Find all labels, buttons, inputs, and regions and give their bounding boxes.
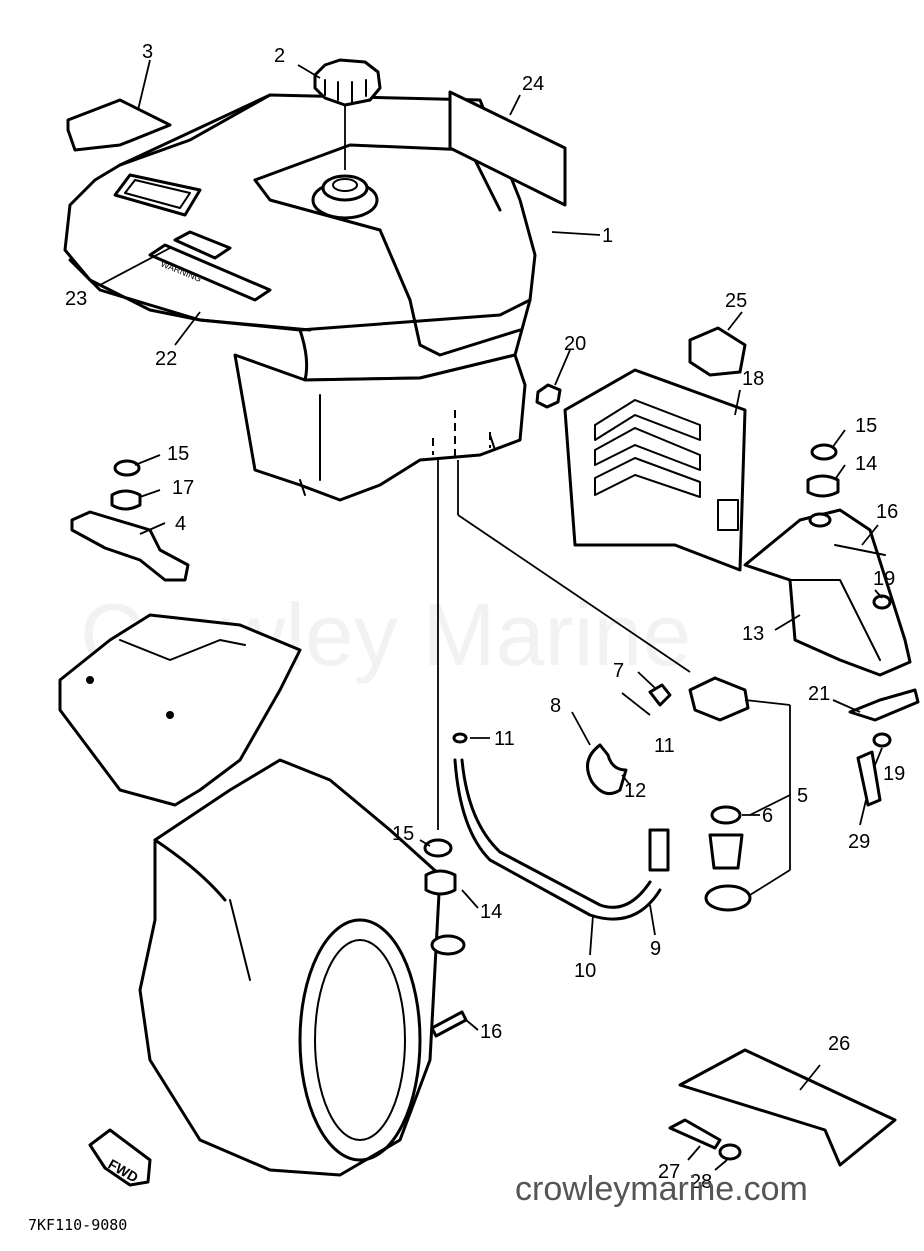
callout-14-right: 14 — [855, 453, 877, 475]
tank-cap — [313, 58, 382, 170]
grommet-17 — [110, 489, 142, 511]
callout-26: 26 — [828, 1033, 850, 1055]
callout-28: 28 — [690, 1171, 712, 1193]
fuel-line — [423, 460, 662, 956]
callout-9: 9 — [650, 938, 661, 960]
callout-10: 10 — [574, 960, 596, 982]
cover-26 — [678, 1048, 897, 1167]
website-text: crowleymarine.com — [515, 1170, 808, 1208]
callout-1: 1 — [602, 225, 613, 247]
cover-plate — [58, 613, 302, 807]
callout-15-lower: 15 — [392, 823, 414, 845]
washer-15-left — [113, 459, 141, 477]
bolt-27 — [668, 1118, 722, 1150]
callout-6: 6 — [762, 805, 773, 827]
fuel-tank: WARNING — [63, 93, 537, 502]
callout-25: 25 — [725, 290, 747, 312]
bracket-4 — [70, 510, 190, 582]
callout-16-right: 16 — [876, 501, 898, 523]
callout-23: 23 — [65, 288, 87, 310]
nut-28 — [718, 1143, 742, 1161]
callout-14-lower: 14 — [480, 901, 502, 923]
callout-18: 18 — [742, 368, 764, 390]
callout-12: 12 — [624, 780, 646, 802]
callout-15-right: 15 — [855, 415, 877, 437]
fuel-cock — [457, 514, 791, 912]
callout-7: 7 — [613, 660, 624, 682]
bracket-13 — [743, 443, 920, 807]
callout-17: 17 — [172, 477, 194, 499]
bolt-20 — [535, 383, 562, 409]
bolt-16-lower — [430, 1010, 468, 1038]
fwd-arrow: FWD — [88, 1128, 152, 1187]
callout-11-left: 11 — [494, 728, 515, 750]
rear-flap — [66, 98, 172, 152]
callout-8: 8 — [550, 695, 561, 717]
decal-24 — [448, 90, 567, 207]
callout-15-left: 15 — [167, 443, 189, 465]
callout-5: 5 — [797, 785, 808, 807]
callout-4: 4 — [175, 513, 186, 535]
callout-21: 21 — [808, 683, 830, 705]
flywheel-cover — [138, 758, 442, 1177]
callout-11-right: 11 — [654, 735, 675, 757]
callout-27: 27 — [658, 1161, 680, 1183]
callout-13: 13 — [742, 623, 764, 645]
callout-16-lower: 16 — [480, 1021, 502, 1043]
callout-20: 20 — [564, 333, 586, 355]
decal-25 — [688, 326, 747, 377]
callout-24: 24 — [522, 73, 544, 95]
callout-22: 22 — [155, 348, 177, 370]
drawing-code: 7KF110-9080 — [28, 1216, 127, 1234]
callout-3: 3 — [142, 41, 153, 63]
callout-2: 2 — [274, 45, 285, 67]
callout-19-lower: 19 — [883, 763, 905, 785]
callout-labels: 1 2 3 24 23 22 25 20 18 15 14 16 19 13 2… — [65, 41, 905, 1193]
heat-shield — [563, 368, 747, 572]
callout-leaders — [99, 59, 883, 1171]
callout-29: 29 — [848, 831, 870, 853]
callout-19-upper: 19 — [873, 568, 895, 590]
